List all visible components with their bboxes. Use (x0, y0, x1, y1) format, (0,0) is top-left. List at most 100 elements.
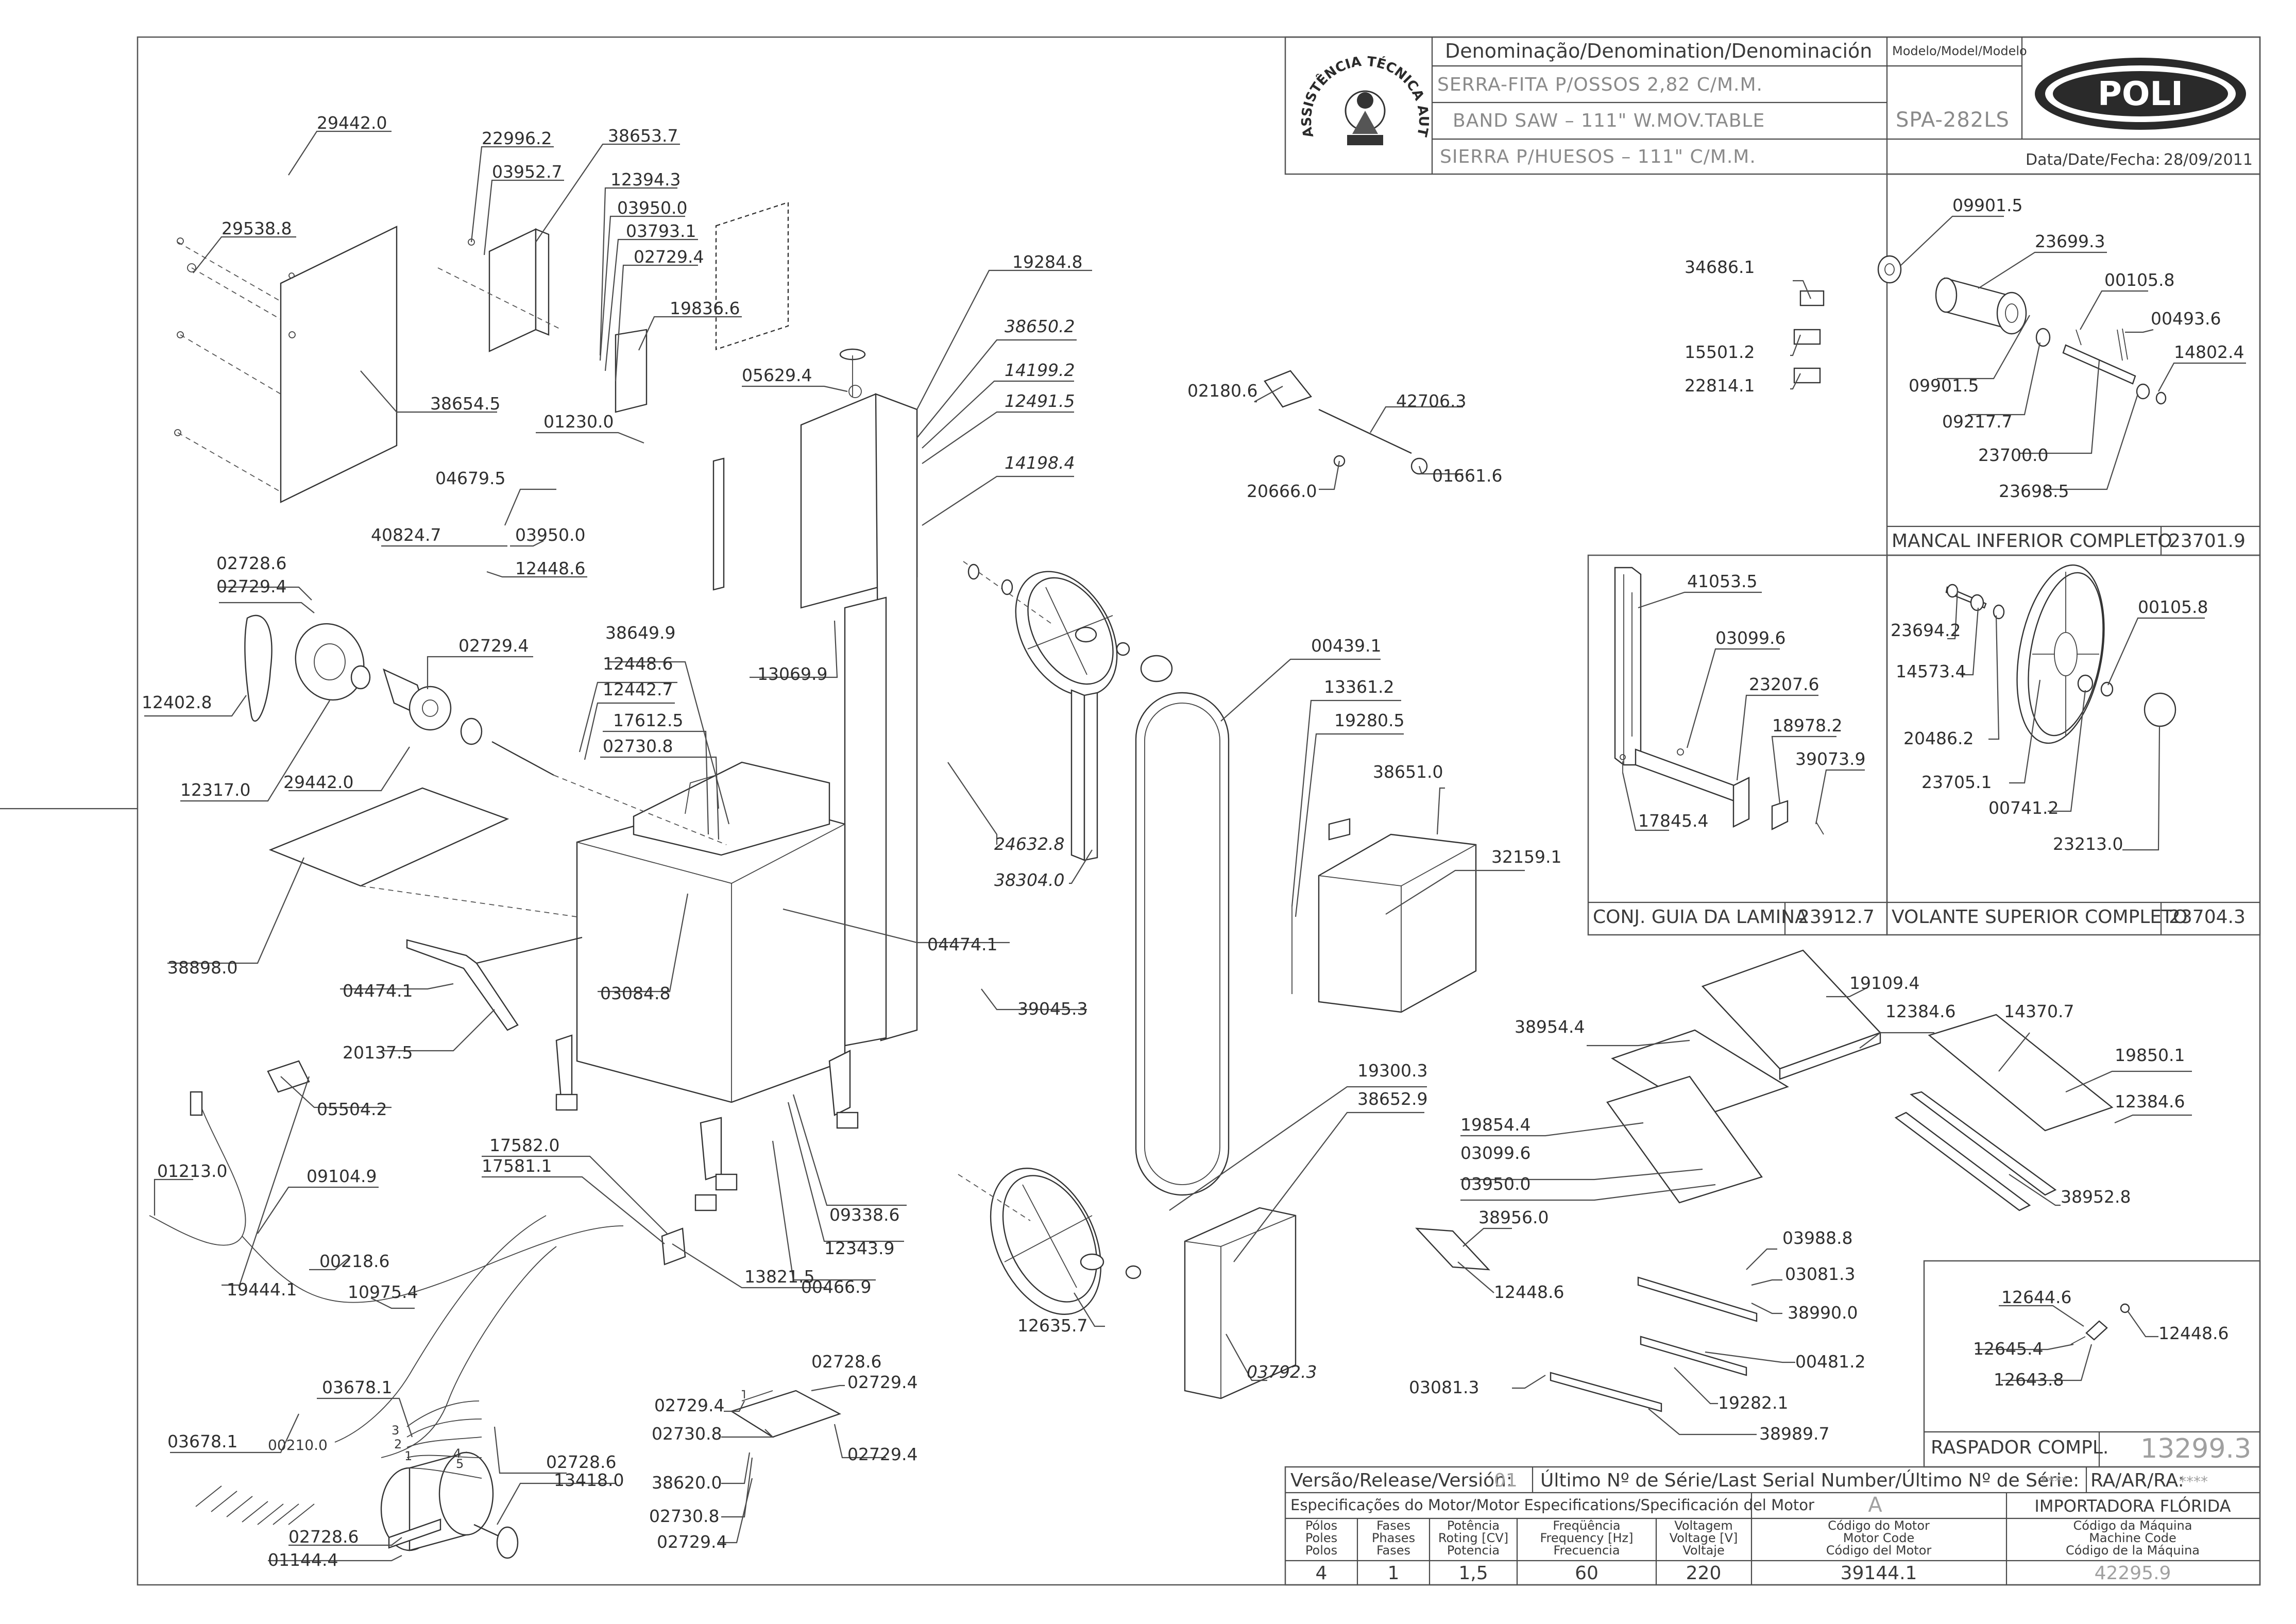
callout-00439-1[interactable]: 00439.1 (1311, 636, 1381, 656)
callout-03793-1[interactable]: 03793.1 (626, 221, 696, 241)
callout-14573-4[interactable]: 14573.4 (1896, 661, 1966, 681)
callout-03081-3-b[interactable]: 03081.3 (1409, 1377, 1479, 1397)
callout-02729-4-d[interactable]: 02729.4 (847, 1372, 917, 1392)
callout-13821-5-alt[interactable]: 13821.5 (744, 1267, 814, 1287)
callout-01230-0[interactable]: 01230.0 (543, 412, 614, 432)
callout-02729-4-e[interactable]: 02729.4 (654, 1395, 724, 1415)
callout-19282-1[interactable]: 19282.1 (1718, 1393, 1788, 1413)
callout-38898-0[interactable]: 38898.0 (167, 958, 237, 978)
callout-23700-0[interactable]: 23700.0 (1978, 445, 2048, 465)
callout-32159-1[interactable]: 32159.1 (1491, 847, 1561, 867)
callout-23213-0[interactable]: 23213.0 (2053, 834, 2123, 854)
callout-20486-2[interactable]: 20486.2 (1903, 728, 1974, 748)
callout-38649-9[interactable]: 38649.9 (605, 623, 675, 643)
callout-14198-4[interactable]: 14198.4 (1005, 453, 1075, 473)
callout-01661-6[interactable]: 01661.6 (1432, 466, 1502, 486)
callout-19300-3[interactable]: 19300.3 (1357, 1061, 1427, 1081)
callout-00466-9[interactable]: 00466.9 (801, 1277, 871, 1297)
callout-03678-1-b[interactable]: 03678.1 (167, 1431, 237, 1451)
callout-12491-5[interactable]: 12491.5 (1005, 391, 1075, 411)
callout-14802-4[interactable]: 14802.4 (2174, 342, 2244, 362)
callout-41053-5[interactable]: 41053.5 (1687, 571, 1757, 591)
callout-01213-0[interactable]: 01213.0 (157, 1161, 227, 1181)
callout-19850-1[interactable]: 19850.1 (2115, 1045, 2185, 1065)
callout-05504-2[interactable]: 05504.2 (317, 1099, 387, 1119)
callout-39073-9[interactable]: 39073.9 (1795, 749, 1865, 769)
callout-19284-8[interactable]: 19284.8 (1012, 252, 1082, 272)
callout-23694-2[interactable]: 23694.2 (1891, 620, 1961, 640)
callout-12343-9[interactable]: 12343.9 (824, 1238, 894, 1258)
code-blade-guide[interactable]: 23912.7 (1798, 907, 1875, 928)
callout-13361-2[interactable]: 13361.2 (1324, 677, 1394, 697)
callout-00218-6[interactable]: 00218.6 (319, 1251, 389, 1271)
callout-12448-6-b[interactable]: 12448.6 (603, 654, 673, 674)
callout-02729-4-c[interactable]: 02729.4 (458, 636, 529, 656)
callout-03081-3[interactable]: 03081.3 (1785, 1264, 1855, 1284)
callout-12644-6[interactable]: 12644.6 (2001, 1287, 2071, 1307)
callout-00481-2[interactable]: 00481.2 (1795, 1352, 1865, 1372)
callout-03950-0[interactable]: 03950.0 (617, 198, 687, 218)
callout-38651-0[interactable]: 38651.0 (1373, 762, 1443, 782)
callout-03988-8[interactable]: 03988.8 (1782, 1228, 1852, 1248)
callout-38954-4[interactable]: 38954.4 (1515, 1017, 1585, 1037)
callout-14199-2[interactable]: 14199.2 (1005, 360, 1075, 380)
callout-09104-9[interactable]: 09104.9 (307, 1166, 377, 1186)
callout-03950-0-b[interactable]: 03950.0 (515, 525, 585, 545)
callout-23207-6[interactable]: 23207.6 (1749, 674, 1819, 694)
callout-29442-0[interactable]: 29442.0 (317, 113, 387, 133)
callout-23705-1[interactable]: 23705.1 (1921, 772, 1992, 792)
callout-38653-7[interactable]: 38653.7 (608, 126, 678, 146)
callout-12384-6-b[interactable]: 12384.6 (2115, 1091, 2185, 1112)
callout-38952-8[interactable]: 38952.8 (2061, 1187, 2131, 1207)
callout-12448-6-c[interactable]: 12448.6 (1494, 1282, 1564, 1302)
callout-02728-6-b[interactable]: 02728.6 (546, 1452, 616, 1472)
callout-39045-3[interactable]: 39045.3 (1017, 999, 1087, 1019)
callout-02730-8-c[interactable]: 02730.8 (649, 1506, 719, 1526)
callout-03678-1[interactable]: 03678.1 (322, 1377, 392, 1397)
callout-04679-5[interactable]: 04679.5 (435, 468, 505, 488)
callout-03952-7[interactable]: 03952.7 (492, 162, 562, 182)
callout-23698-5[interactable]: 23698.5 (1999, 481, 2069, 501)
callout-15501-2[interactable]: 15501.2 (1685, 342, 1755, 362)
callout-17612-5[interactable]: 17612.5 (613, 710, 683, 730)
callout-19280-5[interactable]: 19280.5 (1334, 710, 1404, 730)
code-lower-bearing[interactable]: 23701.9 (2169, 531, 2246, 552)
callout-38654-5[interactable]: 38654.5 (430, 394, 500, 414)
callout-38652-9[interactable]: 38652.9 (1357, 1089, 1427, 1109)
callout-38990-0[interactable]: 38990.0 (1788, 1303, 1858, 1323)
callout-03099-6[interactable]: 03099.6 (1460, 1143, 1530, 1163)
callout-05629-4[interactable]: 05629.4 (742, 365, 812, 385)
callout-09901-5-b[interactable]: 09901.5 (1909, 375, 1979, 396)
callout-02730-8-b[interactable]: 02730.8 (652, 1424, 722, 1444)
callout-13418-0[interactable]: 13418.0 (554, 1470, 624, 1490)
code-upper-wheel[interactable]: 23704.3 (2169, 907, 2246, 928)
callout-00493-6[interactable]: 00493.6 (2151, 309, 2221, 329)
callout-29538-8[interactable]: 29538.8 (222, 218, 292, 238)
callout-20666-0[interactable]: 20666.0 (1247, 481, 1317, 501)
callout-18978-2[interactable]: 18978.2 (1772, 715, 1842, 736)
callout-17845-4[interactable]: 17845.4 (1638, 811, 1708, 831)
callout-38989-7[interactable]: 38989.7 (1759, 1424, 1829, 1444)
callout-12384-6[interactable]: 12384.6 (1885, 1001, 1955, 1021)
callout-23699-3[interactable]: 23699.3 (2035, 231, 2105, 251)
callout-02728-6-c[interactable]: 02728.6 (288, 1527, 359, 1547)
callout-12448-6[interactable]: 12448.6 (515, 558, 585, 578)
callout-40824-7[interactable]: 40824.7 (371, 525, 441, 545)
callout-12645-4[interactable]: 12645.4 (1973, 1339, 2043, 1359)
callout-12448-6-d[interactable]: 12448.6 (2158, 1323, 2229, 1343)
callout-29442-0-b[interactable]: 29442.0 (283, 772, 353, 792)
callout-01144-4[interactable]: 01144.4 (268, 1550, 338, 1570)
callout-22996-2[interactable]: 22996.2 (482, 128, 552, 148)
callout-19444-1[interactable]: 19444.1 (227, 1279, 297, 1300)
callout-03792-3[interactable]: 03792.3 (1247, 1362, 1317, 1382)
callout-00210-0[interactable]: 00210.0 (268, 1437, 328, 1454)
callout-09338-6[interactable]: 09338.6 (829, 1205, 899, 1225)
callout-09217-7[interactable]: 09217.7 (1942, 412, 2012, 432)
callout-12317-0[interactable]: 12317.0 (180, 780, 250, 800)
callout-42706-3[interactable]: 42706.3 (1396, 391, 1466, 411)
callout-12394-3[interactable]: 12394.3 (610, 169, 681, 190)
callout-22814-1[interactable]: 22814.1 (1685, 375, 1755, 396)
callout-12402-8[interactable]: 12402.8 (142, 692, 212, 712)
callout-19854-4[interactable]: 19854.4 (1460, 1115, 1530, 1135)
callout-12442-7[interactable]: 12442.7 (603, 679, 673, 699)
